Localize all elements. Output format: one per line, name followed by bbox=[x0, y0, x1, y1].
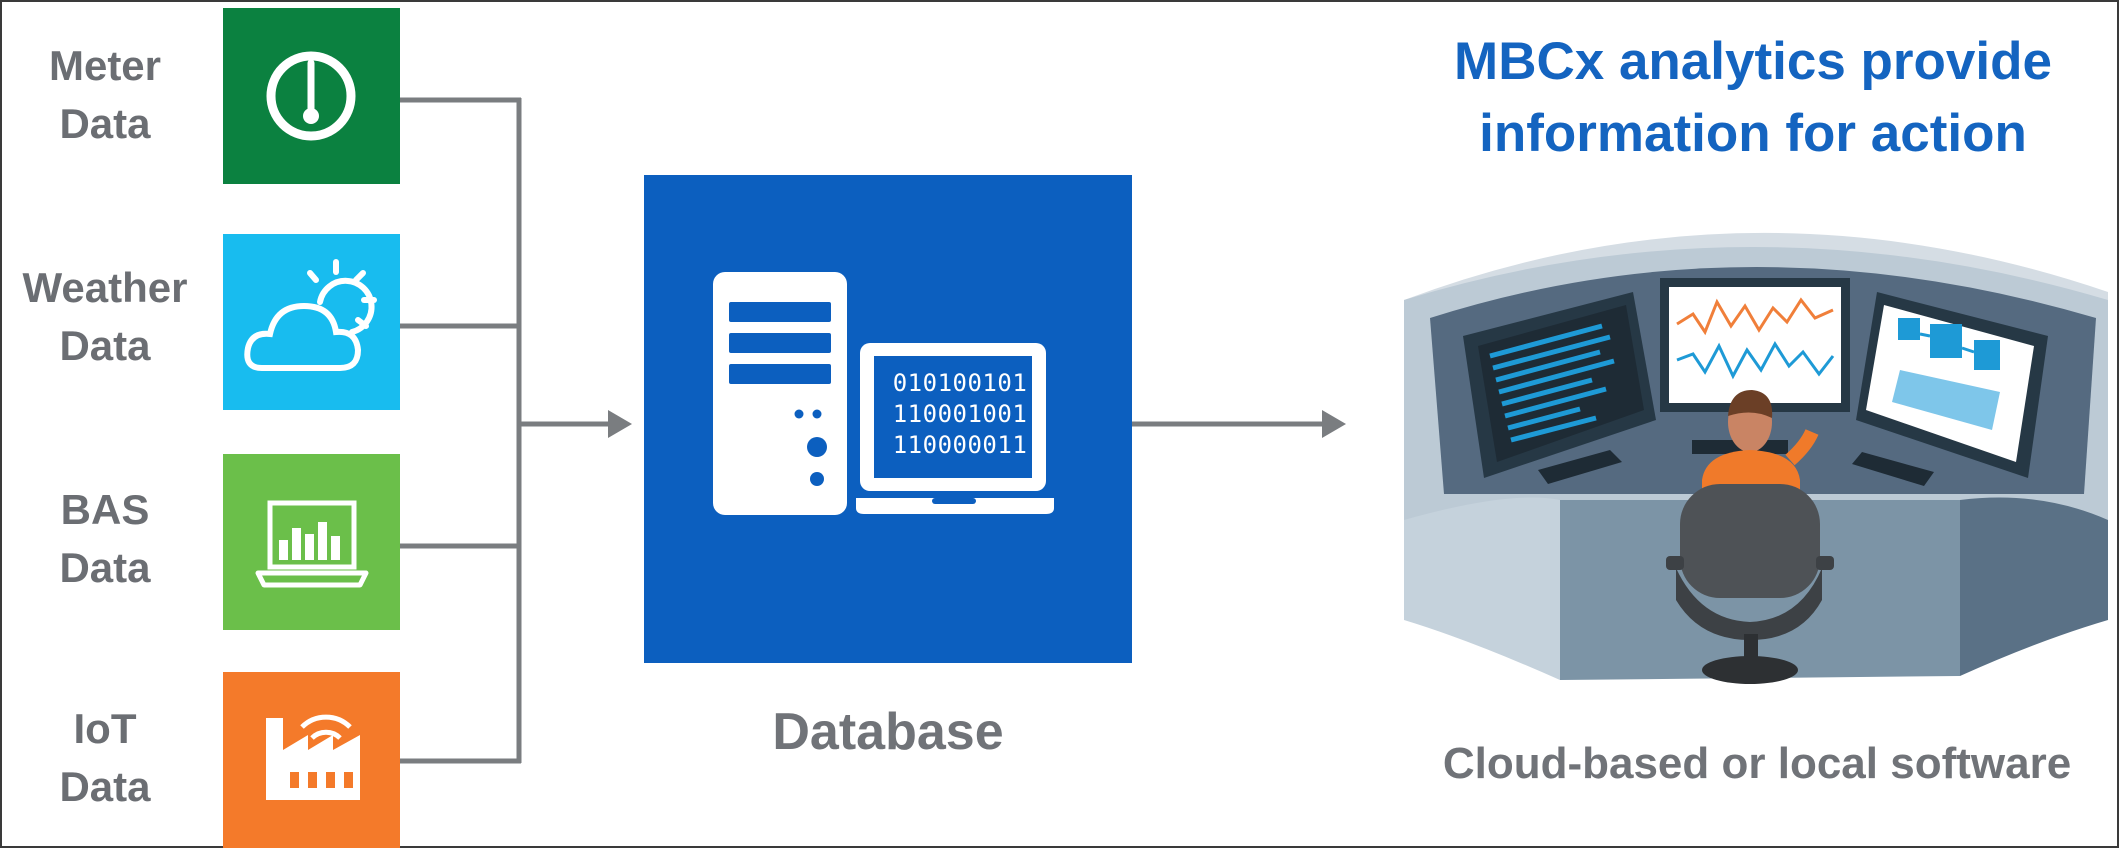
headline-line2: information for action bbox=[1479, 104, 2027, 163]
source-label-line2: Data bbox=[59, 763, 151, 810]
source-label-iot: IoT Data bbox=[0, 700, 210, 816]
source-label-line1: IoT bbox=[73, 705, 137, 752]
cloud-sun-icon bbox=[244, 259, 377, 371]
arrow-to-database bbox=[608, 410, 632, 438]
control-room-illustration bbox=[1404, 232, 2108, 684]
arrow-to-software bbox=[1322, 410, 1346, 438]
source-label-line1: Weather bbox=[22, 264, 188, 311]
source-label-line1: Meter bbox=[48, 42, 162, 89]
laptop-icon bbox=[856, 343, 1054, 514]
binary-readout: 010100101 110001001 110000011 bbox=[880, 368, 1040, 461]
operator-figure bbox=[1666, 390, 1834, 684]
binary-line: 110001001 bbox=[892, 400, 1028, 428]
laptop-chart-icon bbox=[255, 500, 369, 588]
factory-wifi-icon bbox=[266, 714, 360, 800]
server-tower-icon bbox=[713, 272, 847, 515]
left-monitor-icon bbox=[1463, 292, 1656, 478]
source-label-bas: BAS Data bbox=[0, 481, 210, 597]
center-monitor-icon bbox=[1660, 278, 1850, 412]
gauge-icon bbox=[266, 51, 356, 141]
software-caption: Cloud-based or local software bbox=[1442, 739, 2072, 788]
database-label: Database bbox=[772, 703, 1004, 761]
headline: MBCx analytics provide information for a… bbox=[1388, 26, 2118, 170]
right-monitor-icon bbox=[1856, 292, 2048, 478]
source-label-weather: Weather Data bbox=[0, 259, 210, 375]
source-connector bbox=[400, 97, 608, 764]
headline-line1: MBCx analytics provide bbox=[1454, 32, 2052, 91]
binary-line: 110000011 bbox=[892, 431, 1028, 459]
source-label-line2: Data bbox=[59, 322, 151, 369]
source-label-line2: Data bbox=[59, 100, 151, 147]
source-label-line1: BAS bbox=[60, 486, 150, 533]
binary-line: 010100101 bbox=[892, 369, 1028, 397]
source-label-meter: Meter Data bbox=[0, 37, 210, 153]
source-label-line2: Data bbox=[59, 544, 151, 591]
